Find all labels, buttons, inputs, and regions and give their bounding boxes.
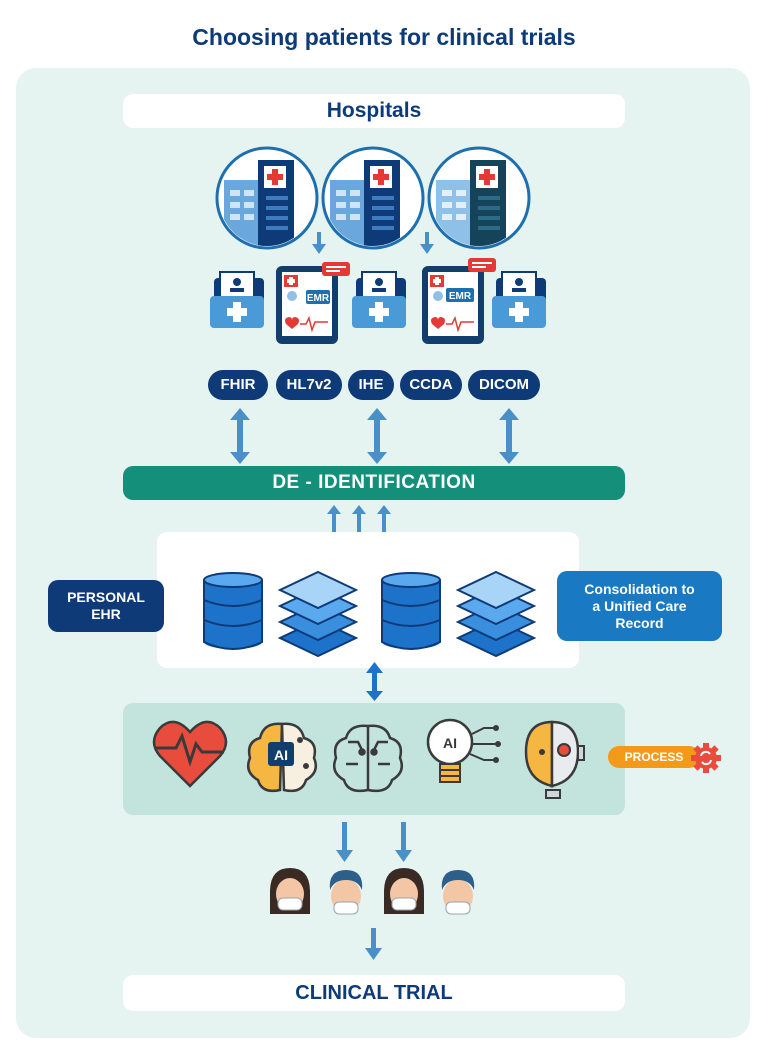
patient-folder-icon (492, 271, 546, 328)
svg-text:EMR: EMR (449, 291, 472, 302)
hospital-icon (321, 146, 425, 250)
protocol-ccda: CCDA (400, 370, 462, 400)
emr-tablet-icon: EMR (422, 258, 496, 344)
layers-icon (277, 570, 359, 658)
arrow-down-icon (395, 822, 412, 862)
clinical-trial-label: CLINICAL TRIAL (123, 975, 625, 1011)
arrow-down-icon (365, 928, 382, 960)
ai-brain-icon: AI (247, 722, 317, 793)
protocol-dicom: DICOM (468, 370, 540, 400)
consolidation-line3: Record (615, 614, 664, 631)
database-icon (381, 572, 441, 650)
gear-icon (691, 743, 721, 773)
hospitals-header: Hospitals (123, 94, 625, 128)
double-arrow-icon (230, 408, 250, 464)
svg-text:AI: AI (274, 747, 288, 763)
emr-tablet-icon: EMR (276, 262, 350, 344)
process-badge: PROCESS (608, 746, 700, 768)
patient-icon (270, 868, 310, 914)
arrow-down-icon (336, 822, 353, 862)
layers-icon (455, 570, 537, 658)
double-arrow-icon (367, 408, 387, 464)
circuit-brain-icon (333, 724, 403, 793)
database-icon (203, 572, 263, 650)
robot-face-icon (524, 720, 585, 799)
page-title: Choosing patients for clinical trials (192, 24, 576, 50)
hospital-icon (215, 146, 319, 250)
patient-icon (384, 868, 424, 914)
consolidation-line1: Consolidation to (584, 580, 695, 597)
ai-lightbulb-icon: AI (426, 718, 501, 783)
personal-ehr-line1: PERSONAL (67, 589, 145, 605)
protocol-fhir: FHIR (208, 370, 268, 400)
patient-folder-icon (210, 271, 264, 328)
hospital-icon (427, 146, 531, 250)
arrow-down-icon (312, 232, 326, 254)
patient-icon (441, 870, 475, 915)
consolidation-line2: a Unified Care (592, 597, 687, 614)
svg-text:AI: AI (443, 735, 457, 751)
de-identification-bar: DE - IDENTIFICATION (123, 466, 625, 500)
svg-text:EMR: EMR (307, 293, 330, 304)
patient-icon (329, 870, 363, 915)
personal-ehr-line2: EHR (91, 606, 121, 622)
patient-folder-icon (352, 271, 406, 328)
double-arrow-icon (366, 662, 383, 701)
protocol-ihe: IHE (348, 370, 394, 400)
double-arrow-icon (499, 408, 519, 464)
protocol-hl7v2: HL7v2 (276, 370, 342, 400)
arrow-down-icon (420, 232, 434, 254)
heart-pulse-icon (152, 720, 228, 788)
